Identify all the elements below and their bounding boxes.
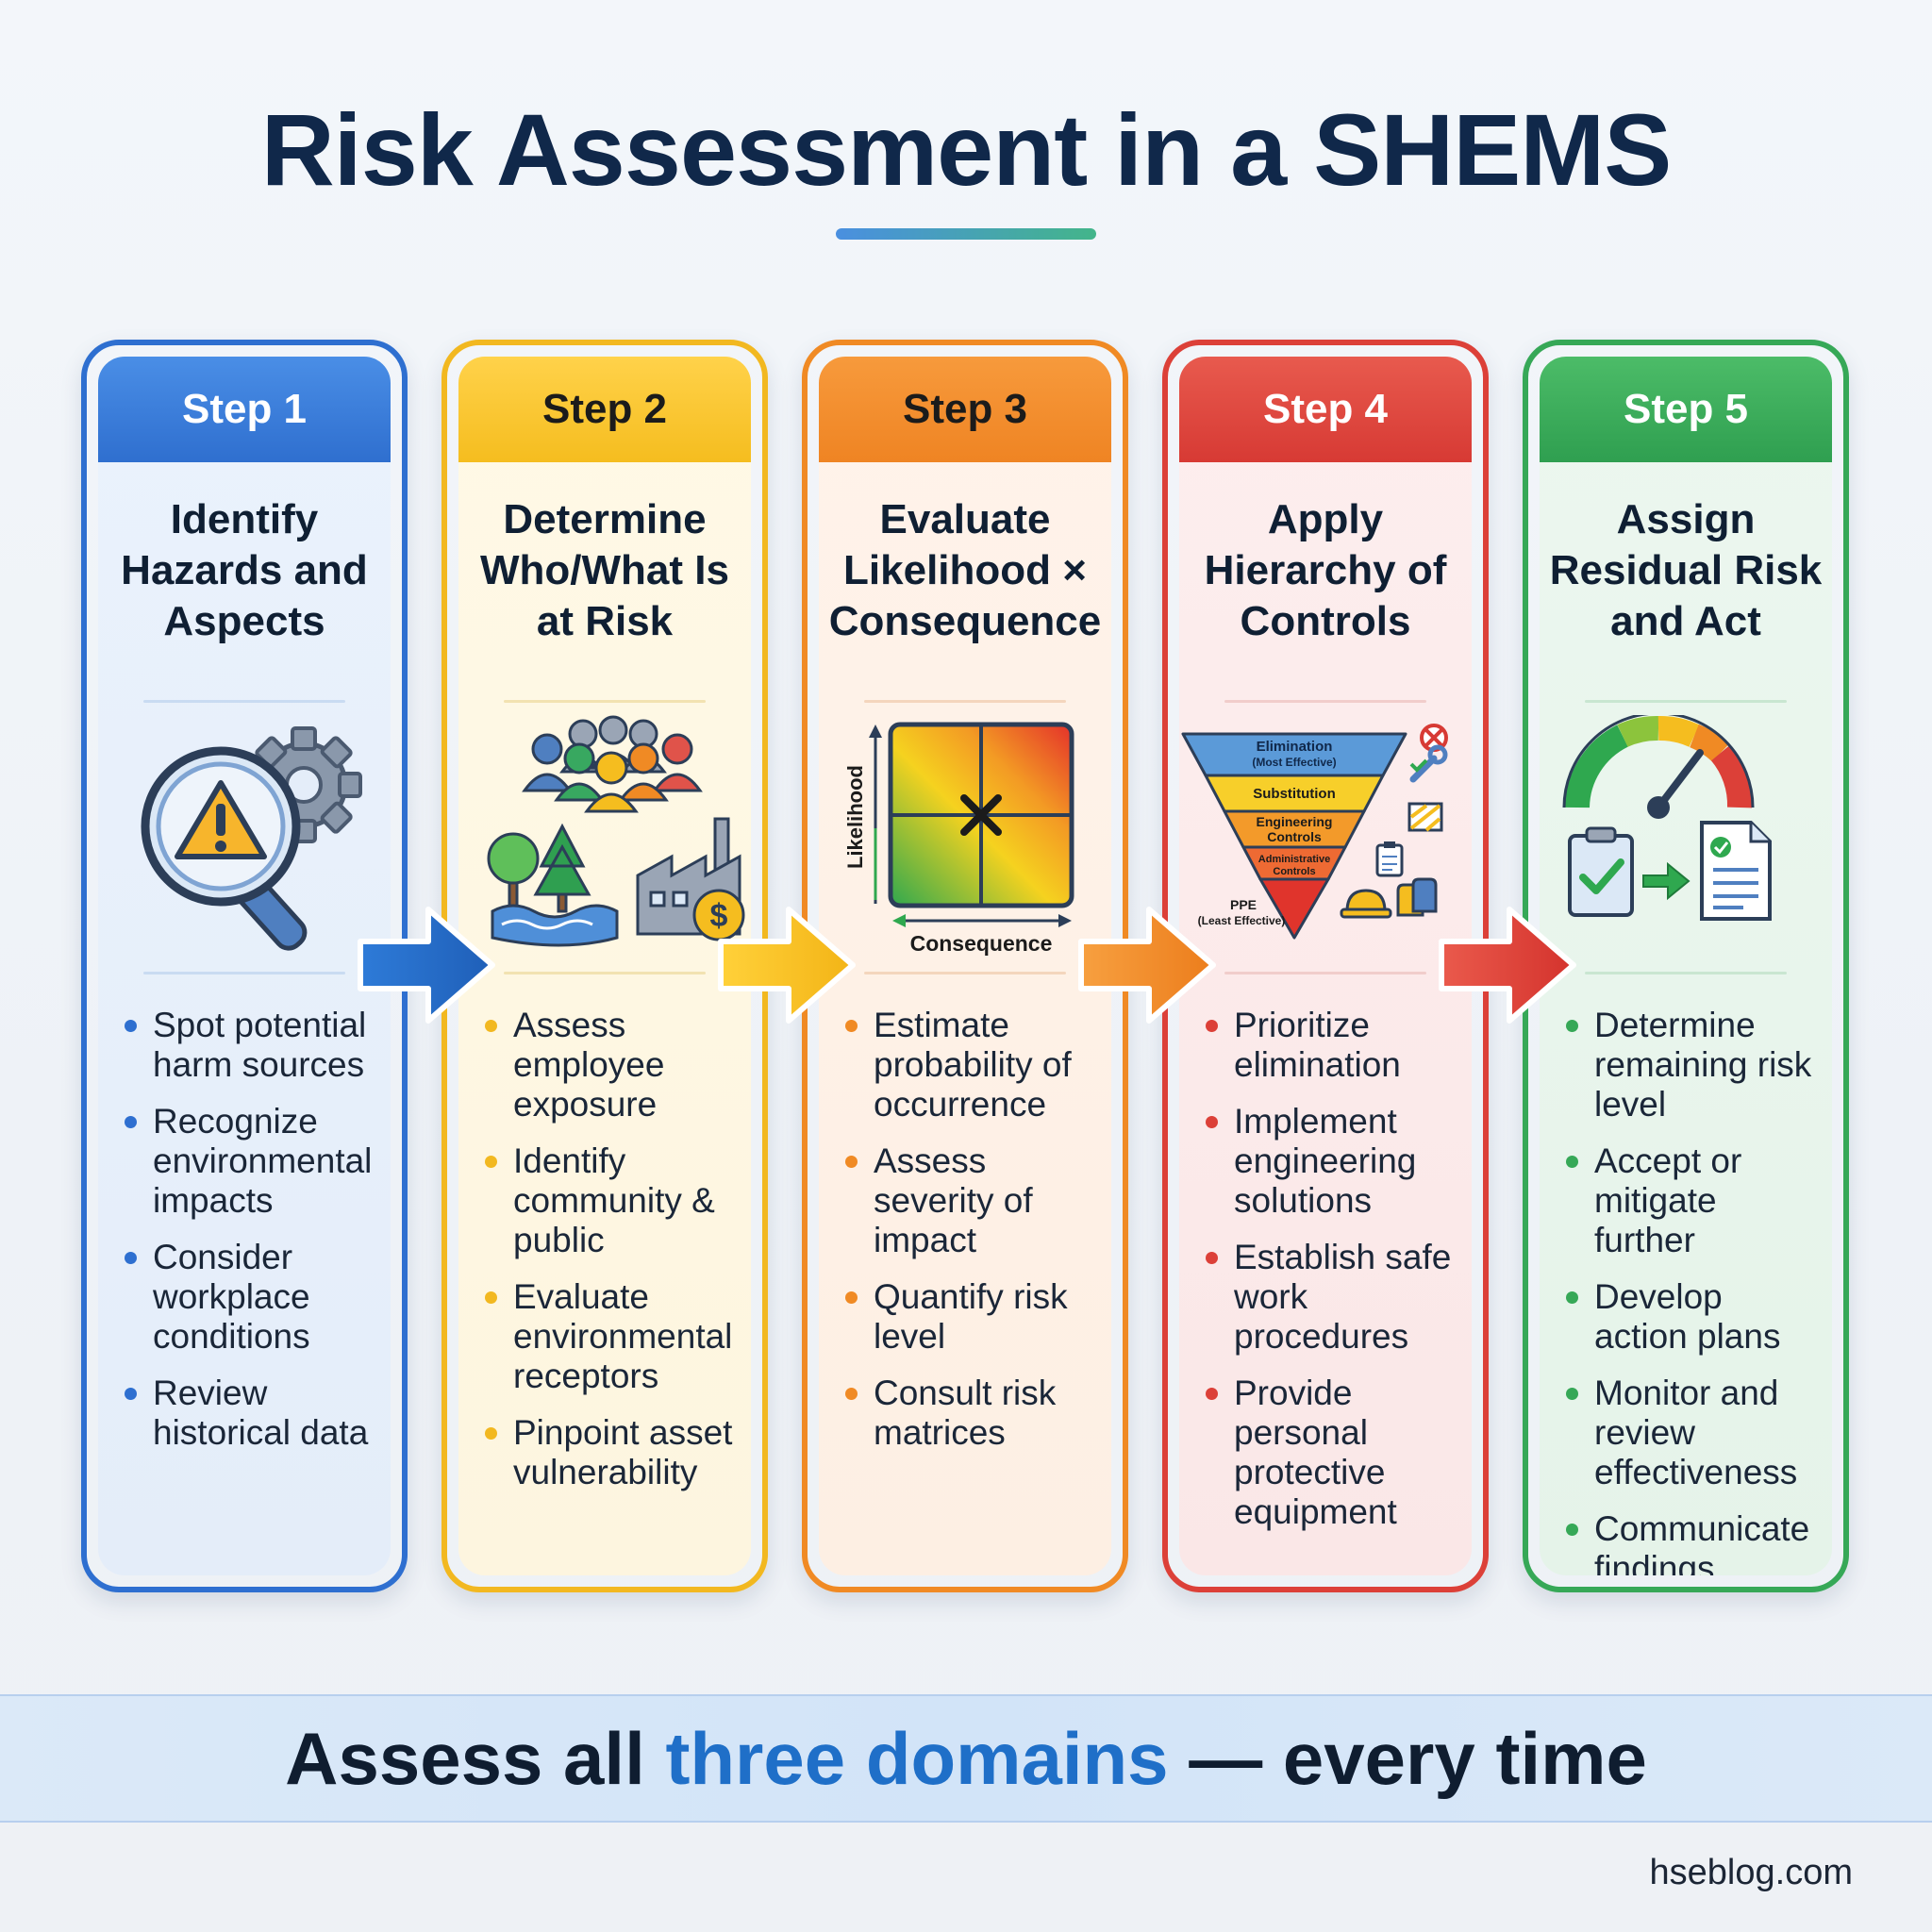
svg-text:(Least Effective): (Least Effective) (1198, 914, 1286, 927)
hard-hat-icon (1340, 889, 1392, 919)
step-3-card: Step 3 Evaluate Likelihood × Consequence (802, 340, 1128, 1592)
step-2-heading: Determine Who/What Is at Risk (480, 496, 729, 644)
list-item: Assess severity of impact (843, 1141, 1102, 1260)
wrench-icon (1409, 744, 1448, 783)
checklist-icon (1568, 826, 1634, 917)
svg-text:Controls: Controls (1273, 866, 1315, 877)
step-5-bullets: Determine remaining risk level Accept or… (1564, 1006, 1823, 1575)
step-3-bullets: Estimate probability of occurrence Asses… (843, 1006, 1102, 1470)
step-1-label: Step 1 (98, 357, 391, 462)
banner-text-post: — every time (1168, 1716, 1647, 1800)
list-item: Provide personal protective equipment (1204, 1374, 1462, 1532)
list-item: Develop action plans (1564, 1277, 1823, 1357)
bottom-banner: Assess all three domains — every time (0, 1694, 1932, 1823)
page-title: Risk Assessment in a SHEMS (260, 92, 1673, 207)
gloves-icon (1396, 877, 1438, 917)
svg-text:Engineering: Engineering (1257, 814, 1333, 829)
step-5-card: Step 5 Assign Residual Risk and Act (1523, 340, 1849, 1592)
step-5-label: Step 5 (1540, 357, 1832, 462)
step-1-card: Step 1 Identify Hazards and Aspects (81, 340, 408, 1592)
svg-text:Substitution: Substitution (1253, 786, 1335, 802)
list-item: Establish safe work procedures (1204, 1238, 1462, 1357)
banner-text-pre: Assess all (285, 1716, 666, 1800)
arrow-right-icon (1078, 907, 1216, 1024)
inverted-pyramid-icon: Elimination (Most Effective) Substitutio… (1179, 715, 1472, 960)
list-item: Spot potential harm sources (123, 1006, 381, 1085)
x-axis-label: Consequence (910, 931, 1053, 956)
svg-text:$: $ (710, 898, 728, 934)
list-item: Evaluate environmental receptors (483, 1277, 741, 1396)
list-item: Identify community & public (483, 1141, 741, 1260)
people-environment-factory-icon: $ (458, 715, 751, 960)
step-3-label: Step 3 (819, 357, 1111, 462)
step-1-bullets: Spot potential harm sources Recognize en… (123, 1006, 381, 1470)
svg-text:Administrative: Administrative (1258, 854, 1330, 865)
step-2-card: Step 2 Determine Who/What Is at Risk (441, 340, 768, 1592)
step-4-label: Step 4 (1179, 357, 1472, 462)
step-3-heading: Evaluate Likelihood × Consequence (828, 496, 1102, 644)
arrow-right-icon (358, 907, 495, 1024)
list-item: Consult risk matrices (843, 1374, 1102, 1453)
svg-text:Elimination: Elimination (1257, 739, 1333, 755)
arrow-right-icon (718, 907, 856, 1024)
step-4-heading: Apply Hierarchy of Controls (1204, 496, 1447, 644)
step-5-heading: Assign Residual Risk and Act (1549, 496, 1823, 644)
step-2-bullets: Assess employee exposure Identify commun… (483, 1006, 741, 1509)
list-item: Accept or mitigate further (1564, 1141, 1823, 1260)
svg-text:Controls: Controls (1267, 829, 1322, 844)
list-item: Review historical data (123, 1374, 381, 1453)
arrow-right-icon (1439, 907, 1576, 1024)
list-item: Monitor and review effectiveness (1564, 1374, 1823, 1492)
step-2-label: Step 2 (458, 357, 751, 462)
list-item: Quantify risk level (843, 1277, 1102, 1357)
magnifier-warning-gear-icon (98, 715, 391, 960)
list-item: Communicate findings (1564, 1509, 1823, 1575)
source-credit: hseblog.com (1649, 1853, 1853, 1892)
list-item: Estimate probability of occurrence (843, 1006, 1102, 1124)
banner-highlight: three domains (665, 1716, 1169, 1800)
list-item: Assess employee exposure (483, 1006, 741, 1124)
y-axis-label: Likelihood (843, 765, 867, 869)
barrier-icon (1407, 802, 1443, 832)
list-item: Consider workplace conditions (123, 1238, 381, 1357)
document-icon (1700, 821, 1772, 921)
svg-text:PPE: PPE (1230, 897, 1257, 912)
svg-text:(Most Effective): (Most Effective) (1252, 756, 1336, 769)
list-item: Recognize environmental impacts (123, 1102, 381, 1221)
list-item: Prioritize elimination (1204, 1006, 1462, 1085)
gauge-checklist-document-icon (1540, 711, 1832, 960)
clipboard-icon (1375, 841, 1404, 877)
list-item: Implement engineering solutions (1204, 1102, 1462, 1221)
step-1-heading: Identify Hazards and Aspects (121, 496, 368, 644)
title-underline (836, 228, 1096, 240)
list-item: Determine remaining risk level (1564, 1006, 1823, 1124)
risk-matrix-icon: Likelihood Consequence (819, 715, 1111, 960)
list-item: Pinpoint asset vulnerability (483, 1413, 741, 1492)
step-4-bullets: Prioritize elimination Implement enginee… (1204, 1006, 1462, 1549)
